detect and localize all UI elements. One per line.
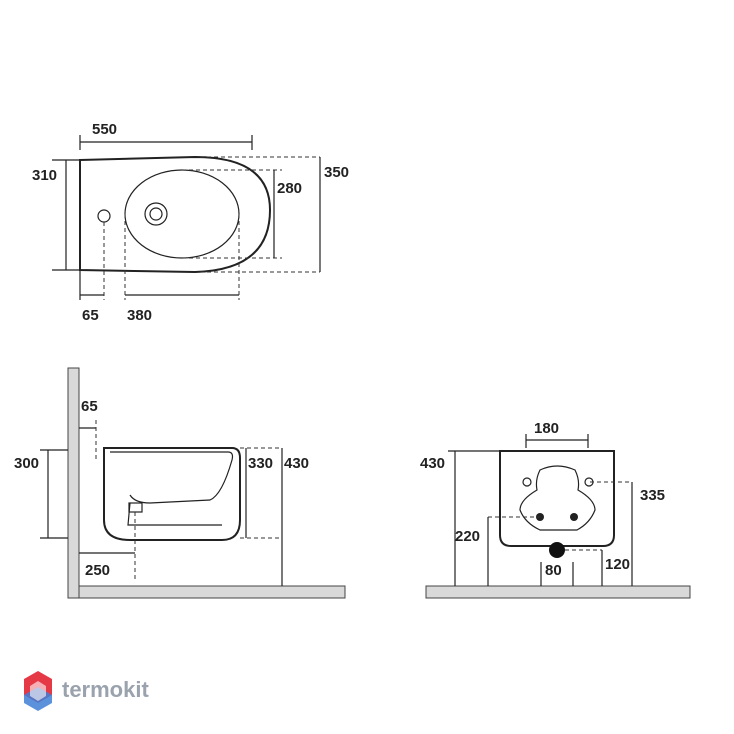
dim-label-350: 350 (324, 164, 349, 181)
side-view-inner-bowl (110, 451, 234, 504)
dim-label-310: 310 (32, 167, 57, 184)
back-floor (425, 585, 691, 599)
top-view: 550 310 350 280 65 380 (32, 121, 349, 324)
side-view: 65 300 330 430 250 (14, 367, 346, 599)
top-view-outline (79, 155, 272, 274)
dim-label-65-top: 65 (82, 307, 99, 324)
fixing-hole-right (570, 513, 578, 521)
back-view-mounting-cutout (519, 465, 596, 531)
back-view-outline (499, 450, 615, 547)
drain-inner (149, 207, 163, 221)
fixing-hole-left-top (522, 477, 532, 487)
dim-label-335: 335 (640, 487, 665, 504)
side-wall (67, 367, 80, 599)
dim-label-430-side: 430 (284, 455, 309, 472)
back-view: 180 430 335 220 80 120 (420, 420, 691, 599)
drain-outer (144, 202, 168, 226)
brand-logo: termokit (24, 671, 149, 711)
dim-label-120: 120 (605, 556, 630, 573)
side-view-drain (128, 502, 143, 513)
back-view-drain (549, 542, 565, 558)
dim-label-250: 250 (85, 562, 110, 579)
side-floor (78, 585, 346, 599)
dim-label-380: 380 (127, 307, 152, 324)
dim-label-430-back: 430 (420, 455, 445, 472)
dim-label-220: 220 (455, 528, 480, 545)
brand-hex-highlight (30, 681, 46, 701)
tap-hole (97, 209, 111, 223)
dim-label-180: 180 (534, 420, 559, 437)
bowl-outline (124, 169, 240, 259)
brand-name: termokit (62, 677, 149, 702)
side-view-outline (103, 447, 241, 541)
dim-label-80: 80 (545, 562, 562, 579)
dim-label-300: 300 (14, 455, 39, 472)
dim-label-65-side: 65 (81, 398, 98, 415)
dim-label-330: 330 (248, 455, 273, 472)
dim-label-550: 550 (92, 121, 117, 138)
dim-label-280: 280 (277, 180, 302, 197)
